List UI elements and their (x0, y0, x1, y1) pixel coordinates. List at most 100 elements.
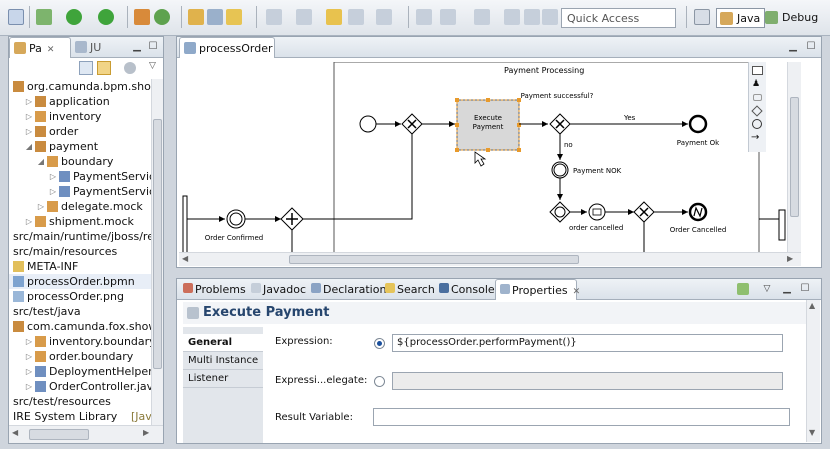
view-menu-icon[interactable] (124, 62, 136, 74)
collapse-arrow-icon[interactable]: ◢ (25, 142, 33, 151)
scroll-up-icon[interactable]: ▲ (809, 301, 816, 310)
editor-hscroll-thumb[interactable] (289, 255, 579, 264)
editor-vscroll-thumb[interactable] (790, 97, 799, 217)
tab-javadoc[interactable]: Javadoc (247, 279, 310, 300)
palette-event-icon[interactable] (752, 119, 762, 129)
prop-tab-general[interactable]: General (183, 334, 263, 352)
tree-item[interactable]: ▷DeploymentHelper.java (9, 364, 151, 379)
copy-icon[interactable] (524, 9, 540, 25)
tree-item[interactable]: processOrder.png (9, 289, 151, 304)
tree-item[interactable]: META-INF (9, 259, 151, 274)
delegate-expression-radio[interactable] (374, 376, 385, 387)
align-right-icon[interactable] (474, 9, 490, 25)
new-package-icon[interactable] (134, 9, 150, 25)
collapse-all-icon[interactable] (79, 61, 93, 75)
maximize-icon[interactable]: ☐ (148, 41, 158, 52)
view-menu-chevron-icon[interactable]: ▽ (149, 61, 156, 71)
tree-item[interactable]: ▷OrderController.java (9, 379, 151, 394)
expand-arrow-icon[interactable]: ▷ (37, 202, 45, 211)
expand-arrow-icon[interactable]: ▷ (49, 172, 57, 181)
link-with-editor-icon[interactable] (97, 61, 111, 75)
tab-package-explorer[interactable]: Pa✕ (9, 37, 71, 58)
open-perspective-icon[interactable] (694, 9, 710, 25)
tab-junit[interactable]: JU (71, 37, 105, 58)
tree-item[interactable]: src/main/resources (9, 244, 151, 259)
tab-declaration[interactable]: Declaration (307, 279, 390, 300)
tree-item[interactable]: IRE System Library[JavaSE-1.6] (9, 409, 151, 424)
start-event[interactable] (359, 115, 377, 133)
quick-access-input[interactable]: Quick Access (561, 8, 676, 28)
maximize-icon[interactable]: ☐ (806, 41, 816, 52)
tree-item[interactable]: ▷order (9, 124, 151, 139)
tree-item[interactable]: src/test/java (9, 304, 151, 319)
back-dropdown-icon[interactable] (348, 9, 364, 25)
tree-item[interactable]: ▷inventory.boundary (9, 334, 151, 349)
expand-arrow-icon[interactable]: ▷ (25, 367, 33, 376)
event-gateway[interactable] (549, 201, 571, 223)
tree-item[interactable]: ◢boundary (9, 154, 151, 169)
close-icon[interactable]: ✕ (46, 45, 55, 55)
palette-task-icon[interactable] (753, 94, 762, 101)
forward-icon[interactable] (376, 9, 392, 25)
prop-tab-listener[interactable]: Listener (183, 370, 263, 388)
perspective-java[interactable]: Java (716, 8, 766, 28)
tree-item[interactable]: src/main/runtime/jboss/resour (9, 229, 151, 244)
tree-hscroll-thumb[interactable] (29, 429, 89, 440)
tree-item[interactable]: ▷inventory (9, 109, 151, 124)
tree-item[interactable]: ▷order.boundary (9, 349, 151, 364)
tree-item[interactable]: ▷PaymentService. (9, 169, 151, 184)
properties-vertical-scrollbar[interactable]: ▲ ▼ (806, 300, 820, 442)
tree-horizontal-scrollbar[interactable]: ◀ ▶ (9, 425, 163, 443)
expression-radio[interactable] (374, 338, 385, 349)
tree-scroll-thumb[interactable] (153, 119, 162, 369)
close-icon[interactable]: ✕ (572, 287, 581, 297)
scroll-left-icon[interactable]: ◀ (12, 428, 19, 437)
open-task-icon[interactable] (207, 9, 223, 25)
editor-vertical-scrollbar[interactable] (787, 62, 801, 252)
tab-process-order[interactable]: processOrder (179, 37, 275, 58)
perspective-debug[interactable]: Debug (762, 8, 822, 28)
scroll-right-icon[interactable]: ▶ (787, 254, 794, 263)
tree-item[interactable]: ▷PaymentServiceI (9, 184, 151, 199)
expand-arrow-icon[interactable]: ▷ (25, 352, 33, 361)
debug-icon[interactable] (36, 9, 52, 25)
minimize-icon[interactable]: ▁ (133, 41, 141, 52)
expand-arrow-icon[interactable]: ▷ (25, 97, 33, 106)
scroll-down-icon[interactable]: ▼ (809, 428, 816, 437)
paste-icon[interactable] (542, 9, 558, 25)
palette-marquee-icon[interactable]: ♟ (752, 79, 761, 89)
prop-tab-multi-instance[interactable]: Multi Instance (183, 352, 263, 370)
prev-annotation-icon[interactable] (296, 9, 312, 25)
run-external-icon[interactable] (98, 9, 114, 25)
payment-ok-end-event[interactable] (688, 114, 708, 134)
save-icon[interactable] (504, 9, 520, 25)
scroll-right-icon[interactable]: ▶ (143, 428, 150, 437)
tree-item[interactable]: processOrder.bpmn (9, 274, 151, 289)
expression-input[interactable]: ${processOrder.performPayment()} (392, 334, 783, 352)
tree-item[interactable]: src/test/resources (9, 394, 151, 409)
expand-arrow-icon[interactable]: ▷ (25, 127, 33, 136)
open-type-icon[interactable] (188, 9, 204, 25)
minimize-icon[interactable]: ▁ (783, 283, 791, 294)
maximize-icon[interactable]: ☐ (800, 283, 810, 294)
palette-select-icon[interactable] (752, 66, 763, 75)
new-class-icon[interactable] (154, 9, 170, 25)
align-center-icon[interactable] (440, 9, 456, 25)
tree-vertical-scrollbar[interactable] (151, 79, 163, 425)
tree-item[interactable]: ▷delegate.mock (9, 199, 151, 214)
expand-arrow-icon[interactable]: ▷ (49, 187, 57, 196)
tree-item[interactable]: org.camunda.bpm.showca (9, 79, 151, 94)
result-variable-input[interactable] (373, 408, 790, 426)
expand-arrow-icon[interactable]: ▷ (25, 382, 33, 391)
tree-item[interactable]: ▷shipment.mock (9, 214, 151, 229)
delegate-expression-input[interactable] (392, 372, 783, 390)
expand-arrow-icon[interactable]: ▷ (25, 337, 33, 346)
scroll-left-icon[interactable]: ◀ (182, 254, 189, 263)
align-left-icon[interactable] (416, 9, 432, 25)
palette-gateway-icon[interactable] (751, 105, 763, 117)
run-icon[interactable] (66, 9, 82, 25)
tab-problems[interactable]: Problems (179, 279, 250, 300)
tree-item[interactable]: ◢payment (9, 139, 151, 154)
tree-item[interactable]: ▷application (9, 94, 151, 109)
